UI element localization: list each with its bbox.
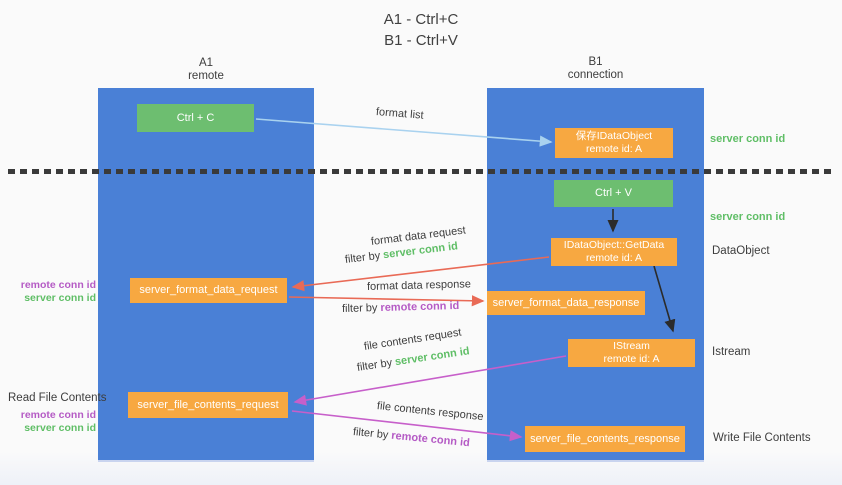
box-server-file-contents-response: server_file_contents_response [525, 426, 685, 452]
column-a1-role: remote [188, 70, 224, 82]
label-server-conn-id-mid: server conn id [710, 211, 786, 223]
filter-by-prefix: filter by [352, 426, 389, 442]
diagram-title: A1 - Ctrl+C B1 - Ctrl+V [0, 9, 842, 51]
box-save-idataobject: 保存IDataObject remote id: A [555, 128, 673, 158]
title-line-1: A1 - Ctrl+C [383, 11, 459, 28]
label-dataobject: DataObject [712, 245, 770, 257]
label-server-conn-id-2: server conn id [24, 422, 96, 434]
label-server-conn-id-top: server conn id [710, 133, 786, 145]
column-b1-role: connection [567, 69, 624, 81]
filter-by-prefix: filter by [341, 302, 378, 315]
label-read-file-contents: Read File Contents [8, 392, 107, 404]
box-ctrl-v-label: Ctrl + V [595, 187, 632, 199]
label-remote-conn-id-2: remote conn id [20, 409, 96, 421]
box-idataobject-getdata: IDataObject::GetData remote id: A [551, 238, 677, 266]
label-server-conn-id-1: server conn id [24, 292, 96, 304]
box-save-idataobject-line2: remote id: A [585, 143, 643, 155]
box-server-format-data-response: server_format_data_response [487, 291, 645, 315]
session-divider-dotted-line [8, 169, 834, 174]
conn-id-pair-format: remote conn id server conn id [10, 279, 96, 305]
column-header-a1: A1 remote [98, 57, 314, 83]
box-file-response-label: server_file_contents_response [530, 432, 680, 445]
box-istream-line2: remote id: A [603, 353, 660, 365]
box-save-idataobject-line1: 保存IDataObject [575, 130, 653, 142]
column-b1-name: B1 [588, 56, 603, 68]
filter-by-prefix: filter by [356, 356, 393, 374]
label-istream: Istream [712, 346, 751, 358]
filter-key-remote-conn-id: remote conn id [390, 429, 471, 450]
box-istream: IStream remote id: A [568, 339, 695, 367]
filter-key-server-conn-id: server conn id [394, 345, 471, 369]
box-getdata-line1: IDataObject::GetData [563, 239, 665, 251]
box-ctrl-v: Ctrl + V [554, 180, 673, 207]
column-a1-name: A1 [198, 57, 214, 69]
box-getdata-line2: remote id: A [585, 252, 643, 264]
box-server-format-data-request: server_format_data_request [130, 278, 287, 303]
filter-key-remote-conn-id: remote conn id [380, 299, 460, 314]
box-ctrl-c: Ctrl + C [137, 104, 254, 132]
box-server-file-contents-request: server_file_contents_request [128, 392, 288, 418]
arrow-label-format-list: format list [375, 106, 425, 122]
arrow-label-file-contents-response: file contents response [376, 400, 485, 424]
conn-id-pair-file: remote conn id server conn id [10, 409, 96, 435]
box-istream-line1: IStream [613, 340, 650, 352]
filter-by-prefix: filter by [344, 249, 381, 266]
label-remote-conn-id-1: remote conn id [20, 279, 96, 291]
box-file-request-label: server_file_contents_request [137, 398, 279, 411]
box-format-response-label: server_format_data_response [492, 296, 640, 309]
arrow-label-format-data-response: format data response [366, 278, 472, 293]
title-line-2: B1 - Ctrl+V [384, 32, 458, 49]
label-write-file-contents: Write File Contents [713, 432, 811, 444]
box-format-request-label: server_format_data_request [139, 284, 278, 296]
column-header-b1: B1 connection [487, 56, 704, 82]
box-ctrl-c-label: Ctrl + C [176, 111, 215, 124]
